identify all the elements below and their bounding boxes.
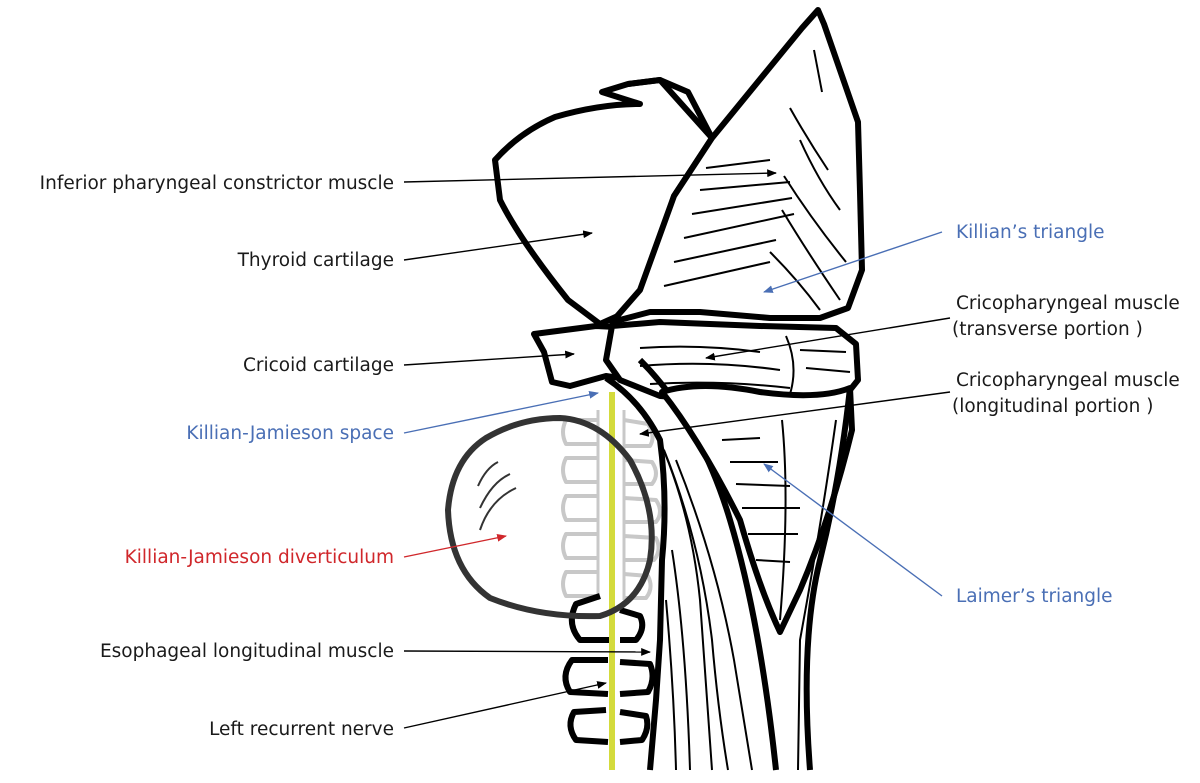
- label-kj-diverticulum: Killian-Jamieson diverticulum: [125, 547, 394, 568]
- longitudinal-fibers: [649, 419, 753, 771]
- label-thyroid-cartilage: Thyroid cartilage: [237, 250, 394, 271]
- label-killians-triangle: Killian’s triangle: [956, 222, 1104, 243]
- laimer-fibers: [721, 419, 800, 621]
- label-left-recurrent-nerve: Left recurrent nerve: [209, 719, 394, 740]
- esophageal-longitudinal-shape: [604, 375, 668, 771]
- label-cp-longitudinal-2: (longitudinal portion ): [952, 396, 1153, 417]
- label-laimers-triangle: Laimer’s triangle: [956, 586, 1113, 607]
- label-kj-space: Killian-Jamieson space: [186, 423, 394, 444]
- lower-trachea-rings: [562, 593, 656, 745]
- constrictor-fibers: [663, 49, 847, 311]
- label-cricoid-cartilage: Cricoid cartilage: [243, 355, 394, 376]
- label-inferior-constrictor: Inferior pharyngeal constrictor muscle: [40, 173, 394, 194]
- inferior-constrictor-shape: [609, 7, 865, 325]
- label-cp-transverse-2: (transverse portion ): [952, 319, 1143, 340]
- diverticulum-folds: [477, 461, 517, 531]
- label-cp-transverse-1: Cricopharyngeal muscle: [956, 293, 1180, 314]
- label-cp-longitudinal-1: Cricopharyngeal muscle: [956, 370, 1180, 391]
- label-esophageal-longitudinal: Esophageal longitudinal muscle: [100, 641, 394, 662]
- pointer-lines: [403, 169, 951, 729]
- laimers-triangle-shape: [659, 383, 855, 635]
- kj-diverticulum-shape: [445, 415, 655, 620]
